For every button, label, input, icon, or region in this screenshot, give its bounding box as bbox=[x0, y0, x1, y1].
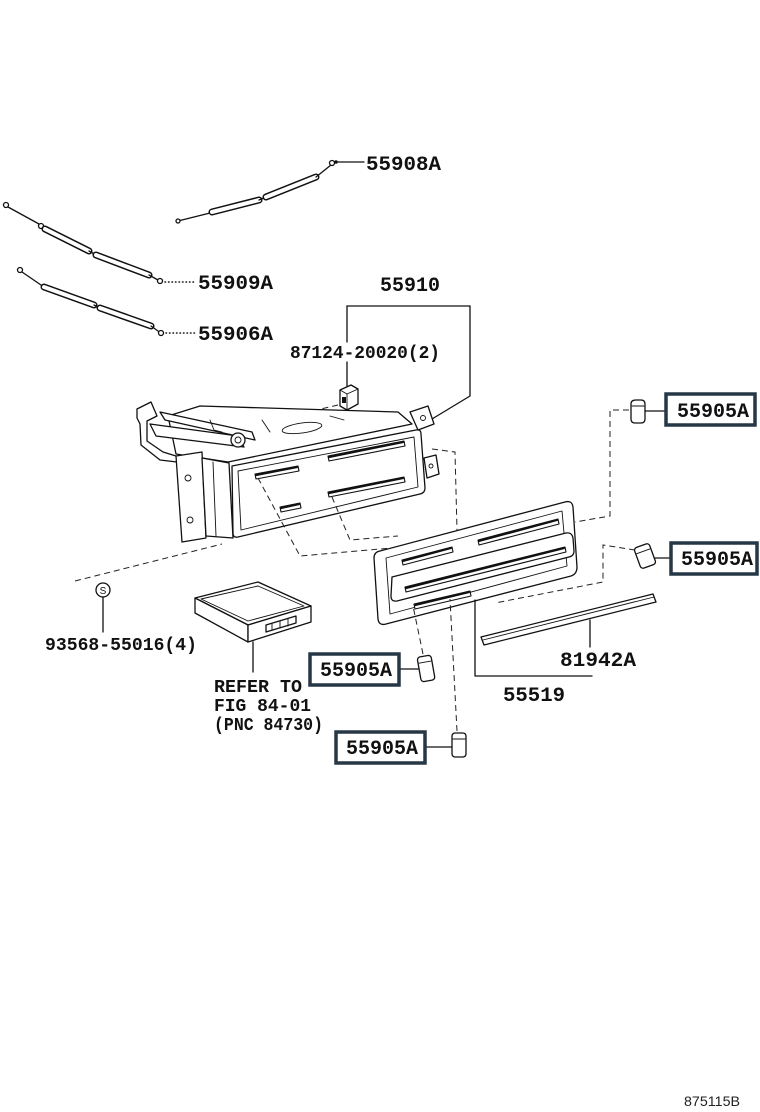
label-55905A-2[interactable]: 55905A bbox=[681, 549, 753, 572]
clip-part bbox=[339, 384, 359, 411]
ornament-strip bbox=[480, 593, 657, 646]
control-housing bbox=[136, 401, 440, 543]
label-55905A-1[interactable]: 55905A bbox=[677, 401, 749, 424]
module-box bbox=[194, 581, 312, 643]
reference-note-line-3: (PNC 84730) bbox=[214, 716, 323, 736]
highlighted-callout-3[interactable]: 55905A bbox=[308, 652, 420, 687]
knob-3-dashed-line bbox=[412, 605, 424, 655]
cable-55906A bbox=[16, 266, 165, 337]
label-87124-20020: 87124-20020(2) bbox=[290, 344, 440, 364]
screw-symbol-letter: S bbox=[100, 586, 107, 597]
leader-55908A bbox=[334, 160, 365, 164]
screw-dashed-line bbox=[74, 543, 223, 582]
assembly-line-1 bbox=[257, 477, 393, 557]
highlighted-callout-4[interactable]: 55905A bbox=[334, 730, 453, 765]
label-55905A-3[interactable]: 55905A bbox=[320, 660, 392, 683]
label-55519: 55519 bbox=[503, 685, 565, 708]
knob-4-dashed-line bbox=[449, 598, 458, 732]
label-55909A: 55909A bbox=[198, 273, 273, 296]
assembly-line-3 bbox=[431, 448, 458, 531]
label-81942A: 81942A bbox=[560, 650, 636, 673]
knob-3 bbox=[416, 654, 436, 683]
label-55908A: 55908A bbox=[366, 154, 441, 177]
leader-55910 bbox=[346, 305, 471, 420]
knob-1-dashed-line bbox=[574, 409, 629, 523]
label-55905A-4[interactable]: 55905A bbox=[346, 738, 418, 761]
figure-code: 875115B bbox=[684, 1093, 740, 1109]
label-55906A: 55906A bbox=[198, 324, 273, 347]
knob-4 bbox=[451, 732, 467, 758]
control-panel bbox=[373, 500, 578, 626]
cable-55908A bbox=[175, 159, 336, 224]
reference-note-line-2: FIG 84-01 bbox=[214, 697, 311, 717]
highlighted-callout-2[interactable]: 55905A bbox=[654, 541, 759, 576]
knob-1 bbox=[630, 399, 646, 424]
highlighted-callout-1[interactable]: 55905A bbox=[644, 392, 757, 427]
knob-2 bbox=[633, 543, 657, 569]
leader-55519 bbox=[474, 599, 593, 677]
knob-2-dashed-line bbox=[494, 544, 636, 604]
assembly-line-2 bbox=[331, 496, 399, 541]
reference-note-line-1: REFER TO bbox=[214, 678, 302, 698]
label-55910: 55910 bbox=[380, 275, 440, 298]
cable-55909A bbox=[2, 201, 164, 285]
label-93568-55016: 93568-55016(4) bbox=[45, 636, 197, 656]
